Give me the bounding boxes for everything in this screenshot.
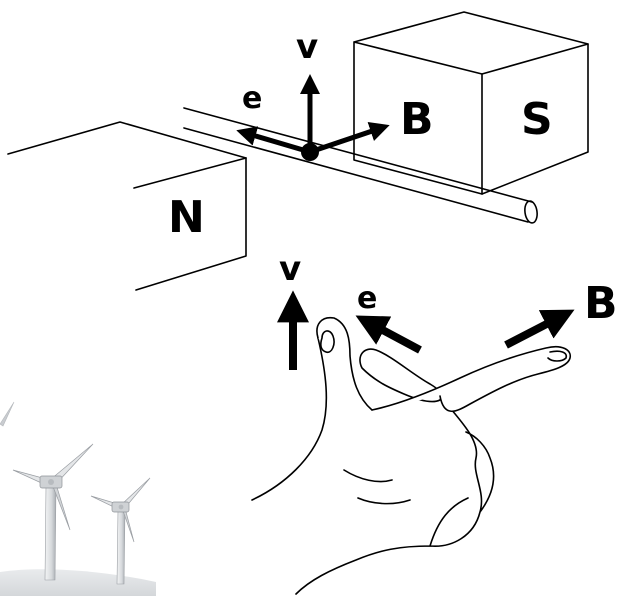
wind-turbines bbox=[0, 401, 156, 596]
label-v-top: v bbox=[296, 27, 318, 67]
field-vector bbox=[309, 122, 390, 155]
hand-B-arrow bbox=[504, 309, 575, 349]
label-v-hand: v bbox=[279, 249, 301, 289]
label-B-top: B bbox=[400, 94, 434, 145]
north-magnet bbox=[7, 121, 247, 291]
south-magnet bbox=[353, 11, 589, 195]
emf-vector bbox=[236, 126, 311, 155]
label-magnet-north: N bbox=[168, 192, 205, 243]
turbine-ground bbox=[0, 569, 156, 596]
hand-e-arrow bbox=[355, 315, 422, 354]
label-e-top: e bbox=[242, 81, 262, 116]
label-e-hand: e bbox=[357, 281, 377, 316]
conductor-point bbox=[301, 143, 319, 161]
conductor-rod bbox=[183, 107, 538, 224]
label-magnet-south: S bbox=[521, 94, 553, 145]
label-B-hand: B bbox=[584, 278, 618, 329]
right-hand-drawing bbox=[251, 316, 571, 595]
